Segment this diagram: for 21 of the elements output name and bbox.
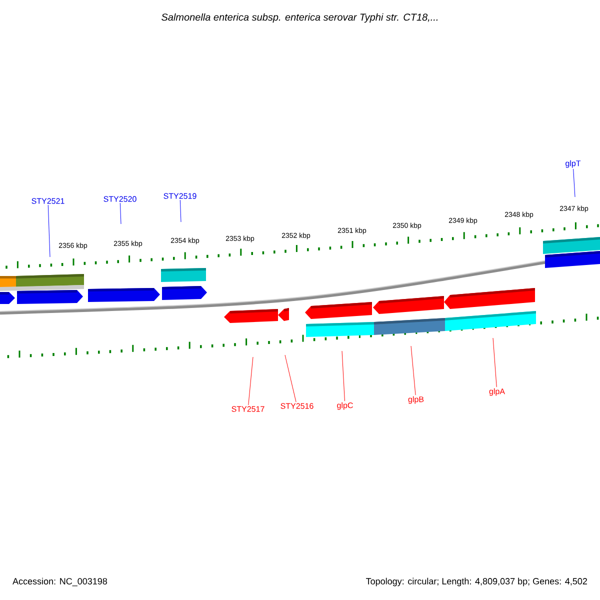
gene-label: STY2516 bbox=[280, 403, 314, 409]
leader-line bbox=[342, 350, 345, 402]
footer-text: Topology: circular; Length: 4,809,037 bp; Genes: 4,502 bbox=[366, 578, 587, 586]
leader-line bbox=[410, 346, 416, 396]
leader-line bbox=[120, 202, 122, 224]
title: Salmonella enterica subsp. enterica serovar Typhi str. CT18,... bbox=[162, 13, 438, 23]
leader-line bbox=[180, 200, 182, 222]
gene-label: glpT bbox=[566, 160, 581, 168]
gene-label: STY2519 bbox=[164, 193, 196, 199]
leader-line bbox=[492, 338, 497, 388]
leader-line bbox=[248, 356, 254, 406]
gene-label: glpA bbox=[489, 388, 505, 396]
leader-line bbox=[573, 168, 576, 198]
gene-label: STY2517 bbox=[232, 406, 264, 412]
gene-label: glpC bbox=[337, 402, 353, 410]
leader-line bbox=[284, 354, 296, 402]
footer-text: Accession: NC_003198 bbox=[12, 578, 107, 586]
gene-label: STY2521 bbox=[32, 198, 64, 204]
gene-label: STY2520 bbox=[104, 196, 136, 202]
leader-line bbox=[48, 204, 50, 258]
gene-label: glpB bbox=[408, 396, 424, 404]
